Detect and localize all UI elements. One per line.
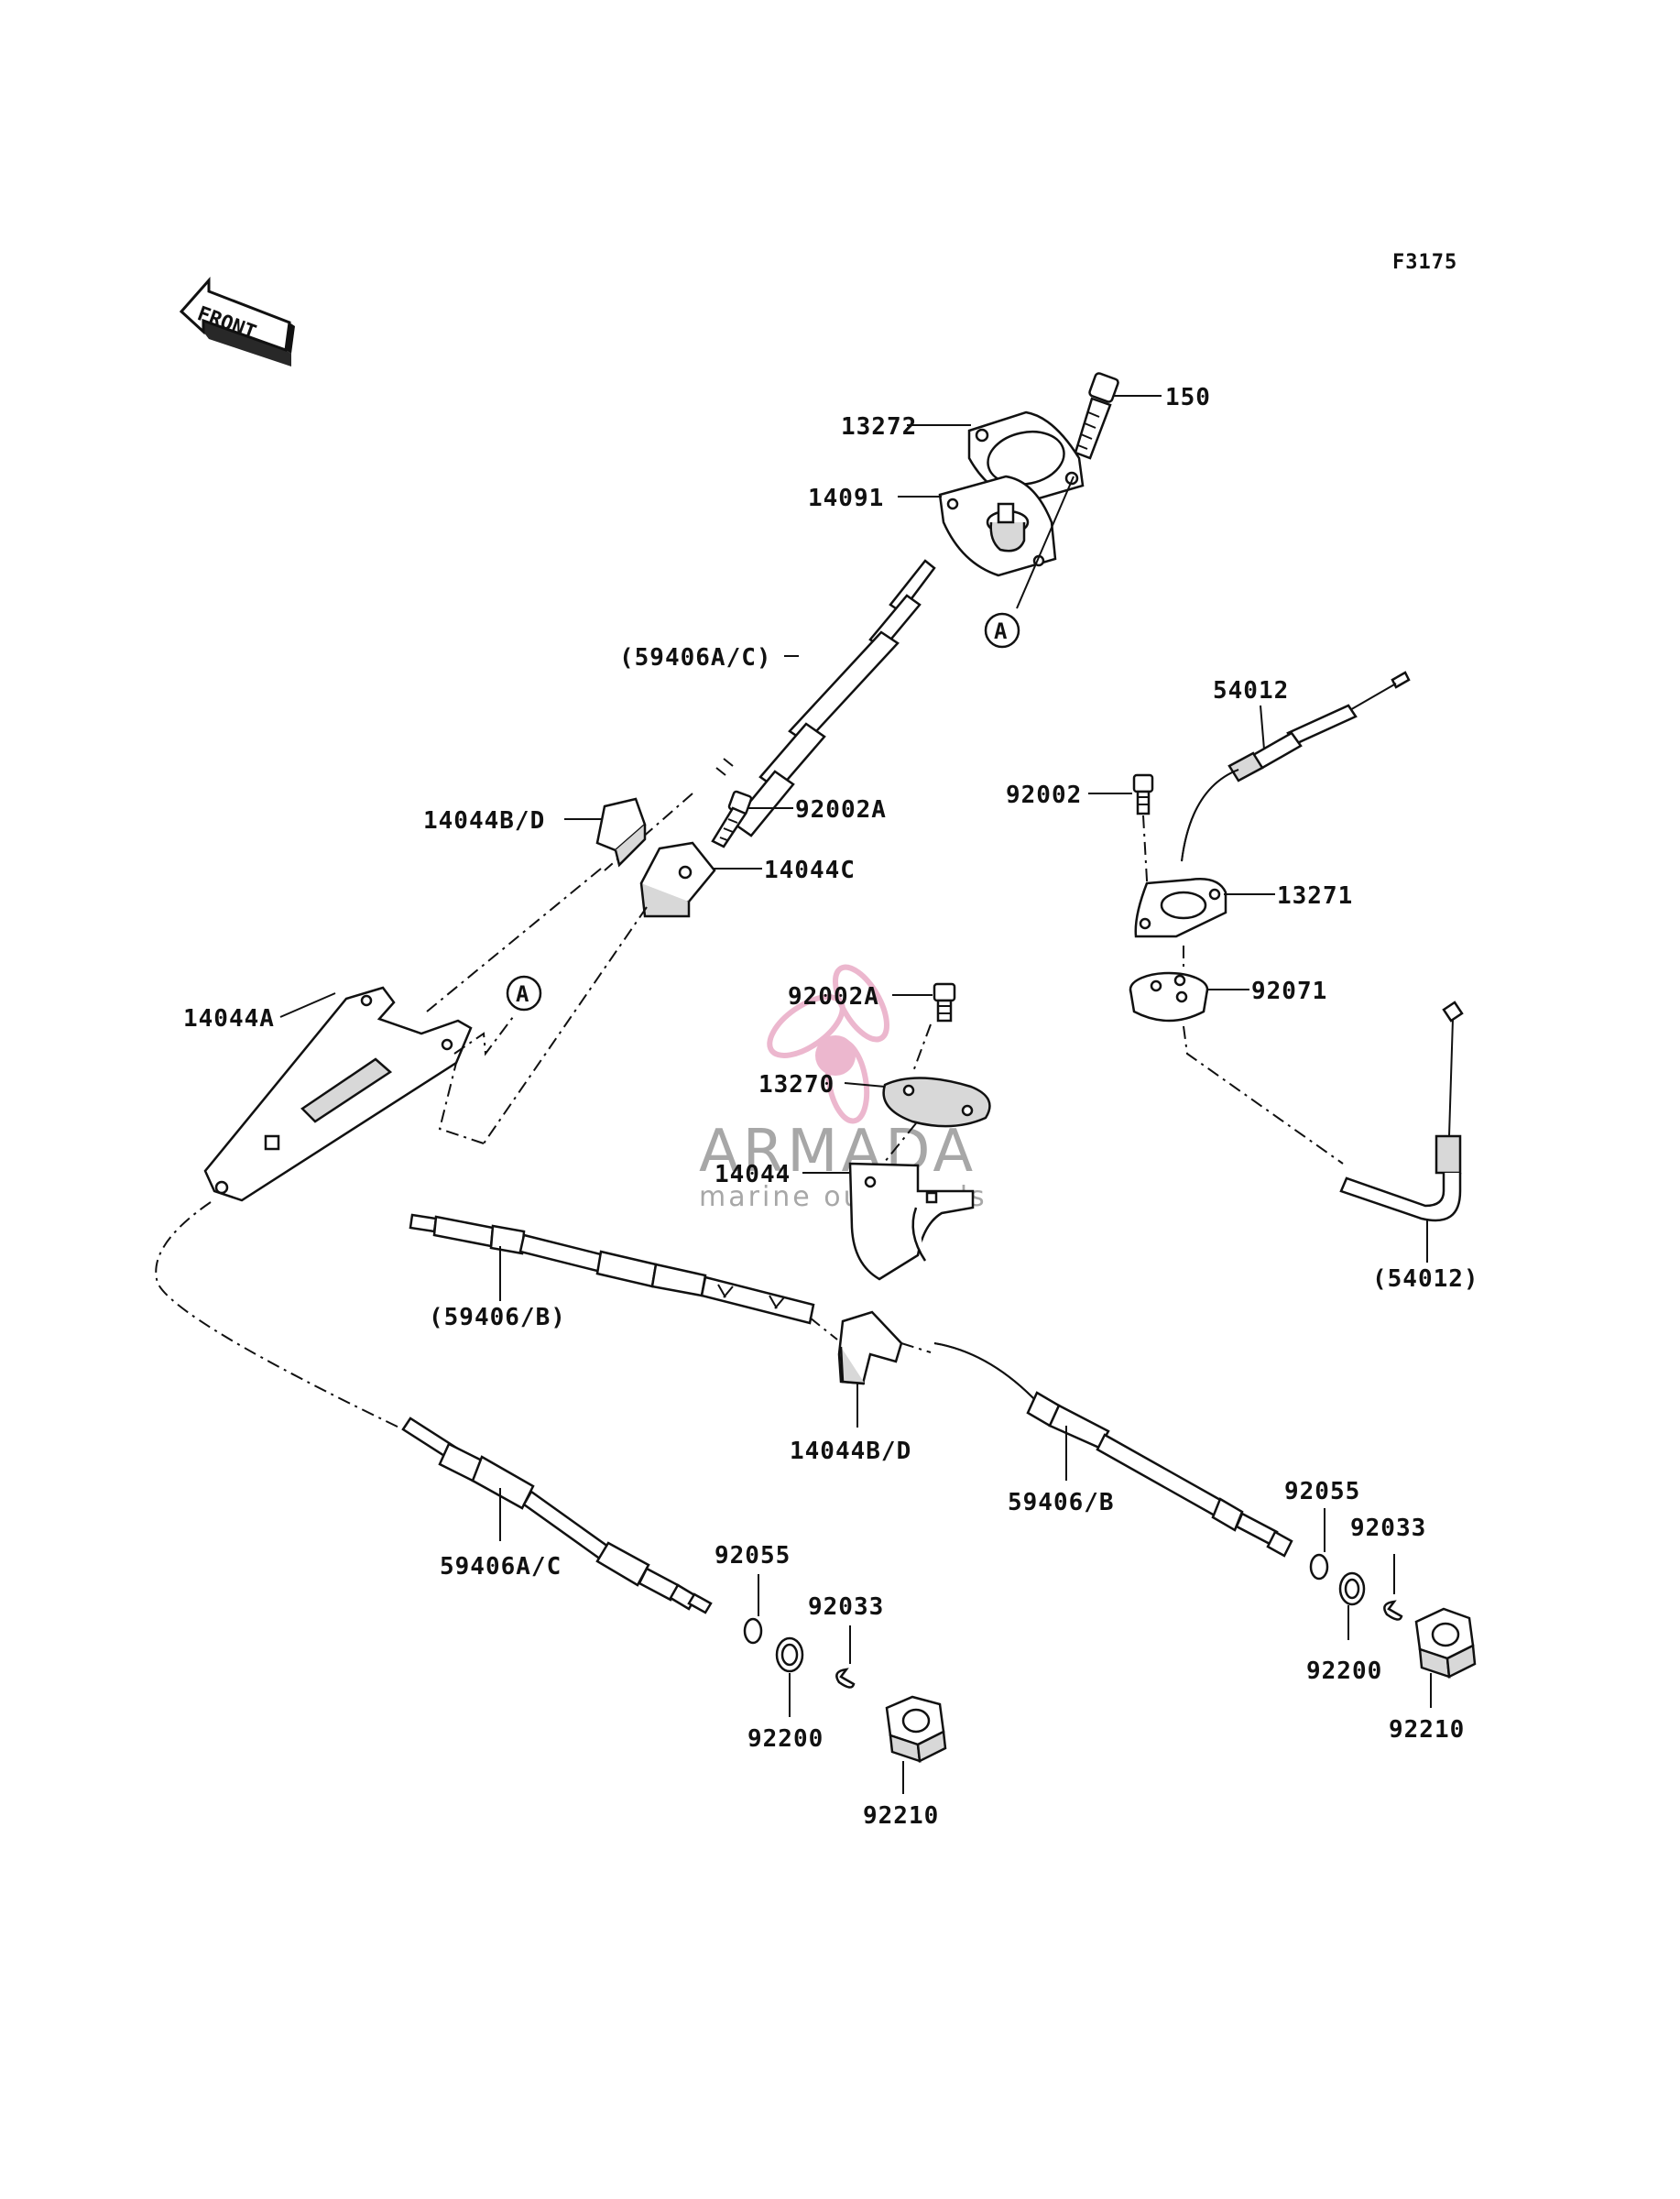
clip-92033-right — [1383, 1600, 1403, 1621]
label-92200-right: 92200 — [1306, 1657, 1382, 1685]
propeller-logo-icon — [767, 964, 889, 1124]
screw-92002a-mid — [933, 982, 956, 1023]
label-14091: 14091 — [808, 485, 884, 512]
front-arrow-icon: FRONT — [179, 277, 295, 366]
ref-a-lower: A — [516, 981, 529, 1007]
label-13271: 13271 — [1277, 882, 1353, 910]
plate-13270 — [882, 1077, 991, 1128]
screw-92002a-upper — [711, 790, 753, 848]
label-14044c: 14044C — [764, 857, 856, 884]
label-14044bd-upper: 14044B/D — [423, 807, 545, 835]
cable-59406b-right — [933, 1342, 1293, 1558]
label-14044bd-lower: 14044B/D — [790, 1438, 911, 1465]
clip-92033-left — [835, 1668, 856, 1689]
o-ring-92055-right — [1309, 1553, 1329, 1581]
label-92033-right: 92033 — [1350, 1515, 1426, 1542]
ref-marker-a-upper — [984, 612, 1020, 649]
bracket-14044 — [848, 1162, 975, 1281]
label-92200-left: 92200 — [747, 1725, 824, 1753]
bracket-14044a — [203, 986, 473, 1202]
cable-59406ac-lower — [401, 1417, 713, 1614]
bolt-150 — [1074, 372, 1119, 460]
label-92002a-mid: 92002A — [788, 983, 879, 1011]
plate-14091 — [938, 475, 1057, 577]
label-59406b: 59406/B — [1008, 1489, 1115, 1516]
label-92210-right: 92210 — [1389, 1716, 1465, 1744]
label-54012: 54012 — [1213, 677, 1289, 705]
label-92002a-upper: 92002A — [795, 796, 887, 824]
diagram-code: F3175 — [1392, 251, 1457, 274]
label-92055-left: 92055 — [715, 1542, 791, 1570]
plate-13271 — [1134, 878, 1227, 938]
grommet-92071 — [1129, 971, 1209, 1023]
watermark-title: ARMADA — [699, 1118, 976, 1186]
bracket-14044bd-upper — [595, 797, 647, 868]
label-92071: 92071 — [1251, 978, 1327, 1005]
cable-54012 — [1181, 671, 1411, 862]
nut-92210-right — [1414, 1607, 1477, 1679]
o-ring-92055-left — [743, 1617, 763, 1645]
clamp-14044c — [639, 841, 716, 918]
label-13272: 13272 — [841, 413, 917, 441]
label-59406ac: 59406A/C — [440, 1553, 562, 1581]
bracket-14044bd-lower — [837, 1310, 903, 1385]
label-14044a: 14044A — [183, 1005, 275, 1033]
ref-marker-a-lower — [506, 975, 542, 1012]
label-13270: 13270 — [758, 1071, 835, 1099]
label-150: 150 — [1165, 384, 1211, 411]
label-14044: 14044 — [715, 1161, 791, 1188]
label-59406ac-paren: (59406A/C) — [619, 644, 772, 672]
nut-92210-left — [885, 1695, 947, 1763]
bolt-92002 — [1132, 773, 1154, 815]
cable-59406ac-upper — [715, 559, 936, 837]
ref-a-upper: A — [994, 618, 1008, 644]
label-92033-left: 92033 — [808, 1593, 884, 1621]
label-92002: 92002 — [1006, 782, 1082, 809]
cable-59406b-left — [409, 1213, 815, 1325]
cable-54012-lower — [1339, 1001, 1464, 1222]
label-54012-paren: (54012) — [1372, 1265, 1479, 1293]
label-92055-right: 92055 — [1284, 1478, 1360, 1505]
label-92210-left: 92210 — [863, 1802, 939, 1830]
label-59406b-paren: (59406/B) — [429, 1304, 566, 1331]
